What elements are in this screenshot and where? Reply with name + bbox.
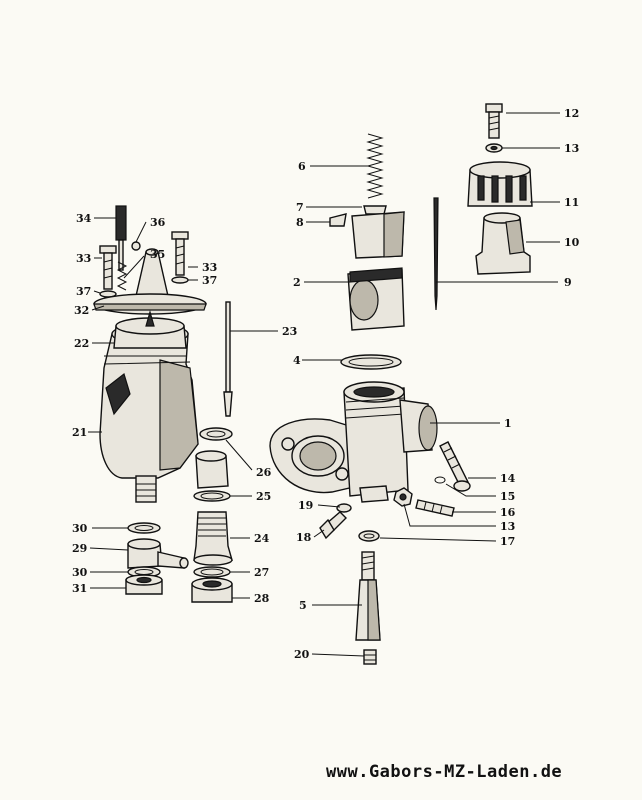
part-26-washer (199, 427, 233, 441)
part-16-screw (415, 499, 455, 517)
label-30-upper: 30 (72, 522, 88, 535)
part-1-carburetor-body (269, 381, 438, 503)
label-27: 27 (254, 566, 269, 579)
part-9-jet-needle (433, 197, 439, 311)
part-34-tickler (115, 205, 127, 271)
label-8: 8 (296, 216, 304, 229)
part-labels: 1 2 4 5 6 7 8 9 10 11 12 13 13 14 15 16 … (72, 107, 580, 661)
label-36: 36 (150, 216, 166, 229)
label-1: 1 (504, 417, 512, 430)
banjo-connector (195, 450, 229, 489)
label-24: 24 (254, 532, 270, 545)
label-17: 17 (500, 535, 515, 548)
label-34: 34 (76, 212, 92, 225)
part-33-screw-left (99, 245, 117, 290)
part-6-spring (366, 133, 384, 199)
float-chamber-outlet (135, 475, 157, 503)
label-33-left: 33 (76, 252, 91, 265)
label-18: 18 (296, 531, 312, 544)
label-15: 15 (500, 490, 515, 503)
label-10: 10 (564, 236, 580, 249)
part-30-washer-upper (127, 522, 161, 534)
part-36-clip (131, 241, 141, 251)
part-33-screw-right (171, 231, 189, 276)
label-31: 31 (72, 582, 87, 595)
part-28-nut (191, 577, 233, 603)
part-13-washer-lower (393, 487, 413, 507)
label-16: 16 (500, 506, 516, 519)
label-11: 11 (564, 196, 579, 209)
part-5-jet-holder (355, 551, 381, 641)
label-5: 5 (299, 599, 307, 612)
label-14: 14 (500, 472, 516, 485)
label-29: 29 (72, 542, 87, 555)
label-28: 28 (254, 592, 270, 605)
part-20-main-jet (363, 649, 377, 665)
label-6: 6 (298, 160, 306, 173)
website-watermark: www.Gabors-MZ-Laden.de (326, 762, 563, 782)
part-12-screw (485, 103, 503, 139)
part-14-adjusting-screw (439, 441, 471, 492)
label-22: 22 (74, 337, 89, 350)
part-10-mixing-chamber-top (475, 212, 531, 275)
part-25-washer (193, 490, 231, 502)
label-25: 25 (256, 490, 271, 503)
part-17-washer (358, 530, 380, 542)
part-24-union (193, 511, 233, 566)
label-20: 20 (294, 648, 310, 661)
label-2: 2 (293, 276, 301, 289)
part-22-float-top (113, 309, 187, 349)
part-35-spring (116, 261, 128, 291)
label-13-top: 13 (564, 142, 579, 155)
label-35: 35 (150, 248, 165, 261)
label-13-lower: 13 (500, 520, 515, 533)
label-19: 19 (298, 499, 313, 512)
label-26: 26 (256, 466, 272, 479)
label-23: 23 (282, 325, 297, 338)
label-21: 21 (72, 426, 87, 439)
label-32: 32 (74, 304, 89, 317)
slide-cap (351, 211, 405, 259)
part-4-gasket (340, 354, 402, 370)
part-2-throttle-slide (347, 267, 405, 331)
label-4: 4 (293, 354, 301, 367)
part-31-nut (125, 574, 163, 595)
part-18-screw (319, 511, 347, 540)
part-29-banjo-fitting (127, 538, 189, 569)
label-9: 9 (564, 276, 572, 289)
part-11-union-nut (467, 161, 533, 207)
label-30-lower: 30 (72, 566, 88, 579)
part-23-float-needle (223, 301, 233, 417)
label-12: 12 (564, 107, 579, 120)
label-37-left: 37 (76, 285, 91, 298)
label-7: 7 (296, 201, 304, 214)
label-37-right: 37 (202, 274, 217, 287)
part-8-needle-clip (329, 213, 347, 227)
part-13-washer (485, 143, 503, 153)
part-15-spring (434, 476, 446, 484)
part-27-washer (193, 566, 231, 578)
part-32-float-lid (93, 248, 207, 315)
part-19-washer (336, 503, 352, 513)
label-33-right: 33 (202, 261, 217, 274)
leader-lines (88, 112, 560, 657)
part-37-washer-right (171, 276, 189, 284)
part-7-clip (363, 205, 387, 215)
